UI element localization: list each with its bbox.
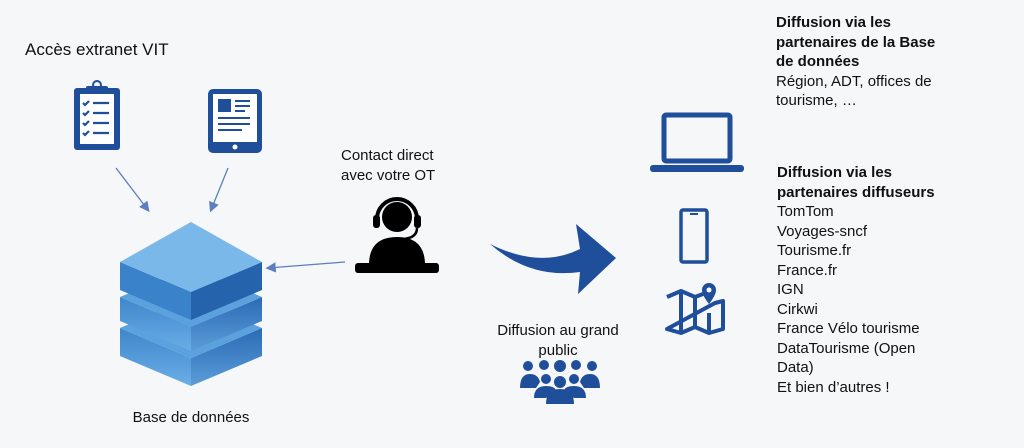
diffuser-item: Data) — [777, 359, 814, 376]
diffuser-item: Cirkwi — [777, 300, 818, 318]
map-pin-icon — [665, 283, 725, 335]
diffuser-item: TomTom — [777, 203, 834, 220]
db-partners-heading-1: Diffusion via les — [776, 14, 892, 31]
db-partners-block: Diffusion via les partenaires de la Base… — [776, 13, 935, 111]
contact-label: Contact direct avec votre OT — [341, 146, 435, 185]
audience-group-icon — [520, 360, 600, 404]
clipboard-checklist-icon — [74, 80, 120, 150]
arrow-clipboard-to-db — [115, 167, 150, 213]
public-label: Diffusion au grand public — [478, 321, 638, 360]
diffuser-item: Tourisme.fr — [777, 242, 852, 259]
tablet-document-icon — [208, 89, 262, 153]
arrow-tablet-to-db — [209, 167, 229, 213]
diffuser-item: IGN — [777, 281, 804, 298]
diffuser-item: France.fr — [777, 261, 838, 279]
diffusers-heading-2: partenaires diffuseurs — [777, 183, 935, 201]
contact-line-2: avec votre OT — [341, 166, 436, 184]
db-partners-heading-3: de données — [776, 53, 860, 70]
diffusers-heading-1: Diffusion via les — [777, 164, 893, 181]
diffuser-item: Voyages-sncf — [777, 222, 868, 240]
db-partners-body-2: tourisme, … — [776, 92, 857, 109]
public-line-1: Diffusion au grand — [497, 322, 619, 339]
db-partners-body-1: Région, ADT, offices de — [776, 72, 932, 90]
database-stack-icon — [120, 222, 262, 386]
database-label: Base de données — [132, 409, 250, 426]
smartphone-icon — [679, 208, 709, 264]
diffuser-item: DataTourisme (Open — [777, 339, 916, 357]
diffusers-block: Diffusion via les partenaires diffuseurs… — [777, 163, 935, 397]
diffuser-item: Et bien d’autres ! — [777, 378, 890, 396]
contact-line-1: Contact direct — [341, 147, 434, 164]
big-curved-arrow — [490, 224, 616, 294]
diffuser-item: France Vélo tourisme — [777, 320, 920, 337]
db-partners-heading-2: partenaires de la Base — [776, 33, 936, 51]
public-line-2: public — [538, 341, 578, 359]
extranet-title: Accès extranet VIT — [25, 40, 169, 59]
arrow-contact-to-db — [265, 261, 346, 273]
headset-agent-icon — [355, 197, 439, 273]
laptop-icon — [650, 112, 744, 172]
